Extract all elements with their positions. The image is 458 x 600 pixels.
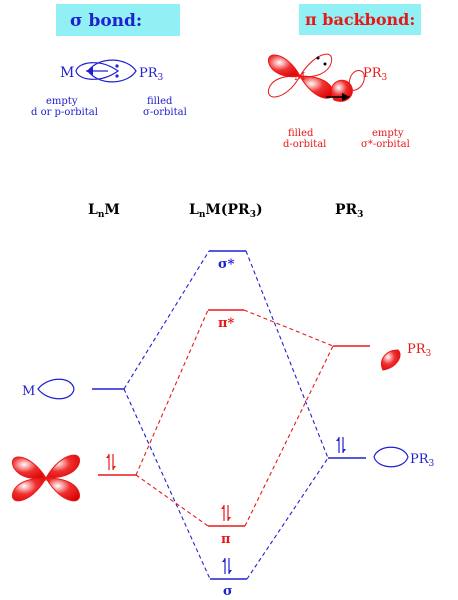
metal-empty-lobe bbox=[75, 62, 120, 80]
sigma-ligand-label: PR3 bbox=[139, 66, 164, 83]
sigma-right-caption-2: σ-orbital bbox=[143, 107, 187, 118]
ligand-sigma-label: PR3 bbox=[410, 452, 435, 469]
header-mid-main: L bbox=[189, 202, 199, 218]
correlation-line bbox=[243, 309, 334, 347]
sigma-ligand-text: PR bbox=[139, 66, 159, 81]
metal-d-electron-pair bbox=[106, 454, 116, 470]
ligand-filled-lobe bbox=[87, 59, 137, 83]
header-lnm: LnM bbox=[88, 202, 120, 220]
pi-star-label: π* bbox=[218, 316, 235, 331]
pi-electron-pair bbox=[221, 505, 231, 521]
pi-left-caption-1: filled bbox=[288, 128, 314, 139]
spin-up-head bbox=[221, 505, 224, 509]
spin-down-head bbox=[229, 570, 232, 574]
d-lobe-empty bbox=[267, 75, 301, 98]
sigma-correlation-lines bbox=[123, 250, 329, 580]
pi-right-caption-2: σ*-orbital bbox=[361, 139, 410, 150]
sigma-label: σ bbox=[223, 584, 233, 599]
sigma-title: σ bond: bbox=[70, 11, 142, 31]
header-mid-close: ) bbox=[256, 202, 263, 218]
sigma-right-caption-1: filled bbox=[147, 96, 173, 107]
d-lobe-filled bbox=[11, 477, 47, 502]
ligand-sigma-electron-pair bbox=[336, 437, 346, 453]
sigma-left-caption-2: d or p-orbital bbox=[31, 107, 98, 118]
sigma-ligand-subscript: 3 bbox=[158, 73, 164, 83]
pi-right-caption-1: empty bbox=[372, 128, 404, 139]
header-lnm-pr3: LnM(PR3) bbox=[189, 202, 263, 220]
metal-empty-orbital-icon bbox=[37, 378, 75, 400]
correlation-line bbox=[135, 474, 209, 527]
ligand-sigma-star-lobe bbox=[381, 349, 401, 371]
sigma-left-caption-1: empty bbox=[46, 96, 78, 107]
backbond-arrow-head bbox=[342, 93, 350, 101]
metal-label: M bbox=[22, 384, 35, 399]
correlation-line bbox=[135, 309, 209, 476]
header-lnm-tail: M bbox=[104, 202, 120, 218]
pi-ligand-text: PR bbox=[363, 66, 383, 81]
header-mid-sub: n bbox=[199, 210, 206, 220]
pi-label: π bbox=[221, 532, 231, 547]
header-lnm-sub: n bbox=[98, 210, 105, 220]
ligand-pi-subscript: 3 bbox=[426, 349, 432, 359]
metal-d-orbital-icon bbox=[11, 454, 81, 502]
spin-up-head bbox=[106, 454, 109, 458]
sigma-arrow-head bbox=[86, 67, 93, 75]
spin-up-head bbox=[222, 558, 225, 562]
ligand-pi-label: PR3 bbox=[407, 342, 432, 359]
correlation-line bbox=[244, 345, 334, 527]
sigma-metal-label: M bbox=[60, 65, 74, 81]
pi-correlation-lines bbox=[135, 309, 334, 527]
electron-dot bbox=[115, 64, 119, 68]
header-pr3-main: PR bbox=[335, 202, 358, 218]
spin-down-head bbox=[228, 517, 231, 521]
sigma-electron-pair bbox=[222, 558, 232, 574]
header-lnm-main: L bbox=[88, 202, 98, 218]
correlation-line bbox=[123, 388, 211, 580]
ligand-pi-text: PR bbox=[407, 342, 427, 357]
ligand-sigma-orbital-icon bbox=[373, 446, 409, 468]
sigma-star-label: σ* bbox=[218, 257, 235, 272]
d-lobe-filled bbox=[45, 454, 81, 479]
pi-left-caption-2: d-orbital bbox=[283, 139, 326, 150]
spin-down-head bbox=[113, 466, 116, 470]
correlation-line bbox=[246, 457, 329, 580]
pi-title-box bbox=[299, 4, 421, 35]
metal-d-label: M bbox=[41, 474, 51, 485]
correlation-line bbox=[123, 250, 210, 390]
header-mid-tail: M(PR bbox=[205, 202, 250, 218]
pi-ligand-subscript: 3 bbox=[382, 73, 388, 83]
electron-dot bbox=[115, 74, 119, 78]
correlation-line bbox=[245, 250, 329, 459]
header-pr3: PR3 bbox=[335, 202, 363, 220]
header-pr3-sub: 3 bbox=[357, 210, 363, 220]
ligand-sigma-subscript: 3 bbox=[429, 459, 435, 469]
d-lobe-filled bbox=[45, 477, 81, 502]
electron-dot bbox=[316, 56, 320, 60]
d-lobe-empty bbox=[299, 53, 333, 78]
spin-down-head bbox=[343, 449, 346, 453]
sigma-star-empty-lobe bbox=[348, 70, 365, 91]
pi-title: π backbond: bbox=[305, 10, 415, 29]
electron-dot bbox=[323, 62, 327, 66]
spin-up-head bbox=[336, 437, 339, 441]
pi-metal-label: M bbox=[294, 70, 305, 83]
pi-backbond-sketch bbox=[267, 53, 365, 102]
sigma-title-box bbox=[56, 4, 180, 36]
header-mid-sub2: 3 bbox=[250, 210, 256, 220]
pi-ligand-label: PR3 bbox=[363, 66, 388, 83]
ligand-sigma-text: PR bbox=[410, 452, 430, 467]
